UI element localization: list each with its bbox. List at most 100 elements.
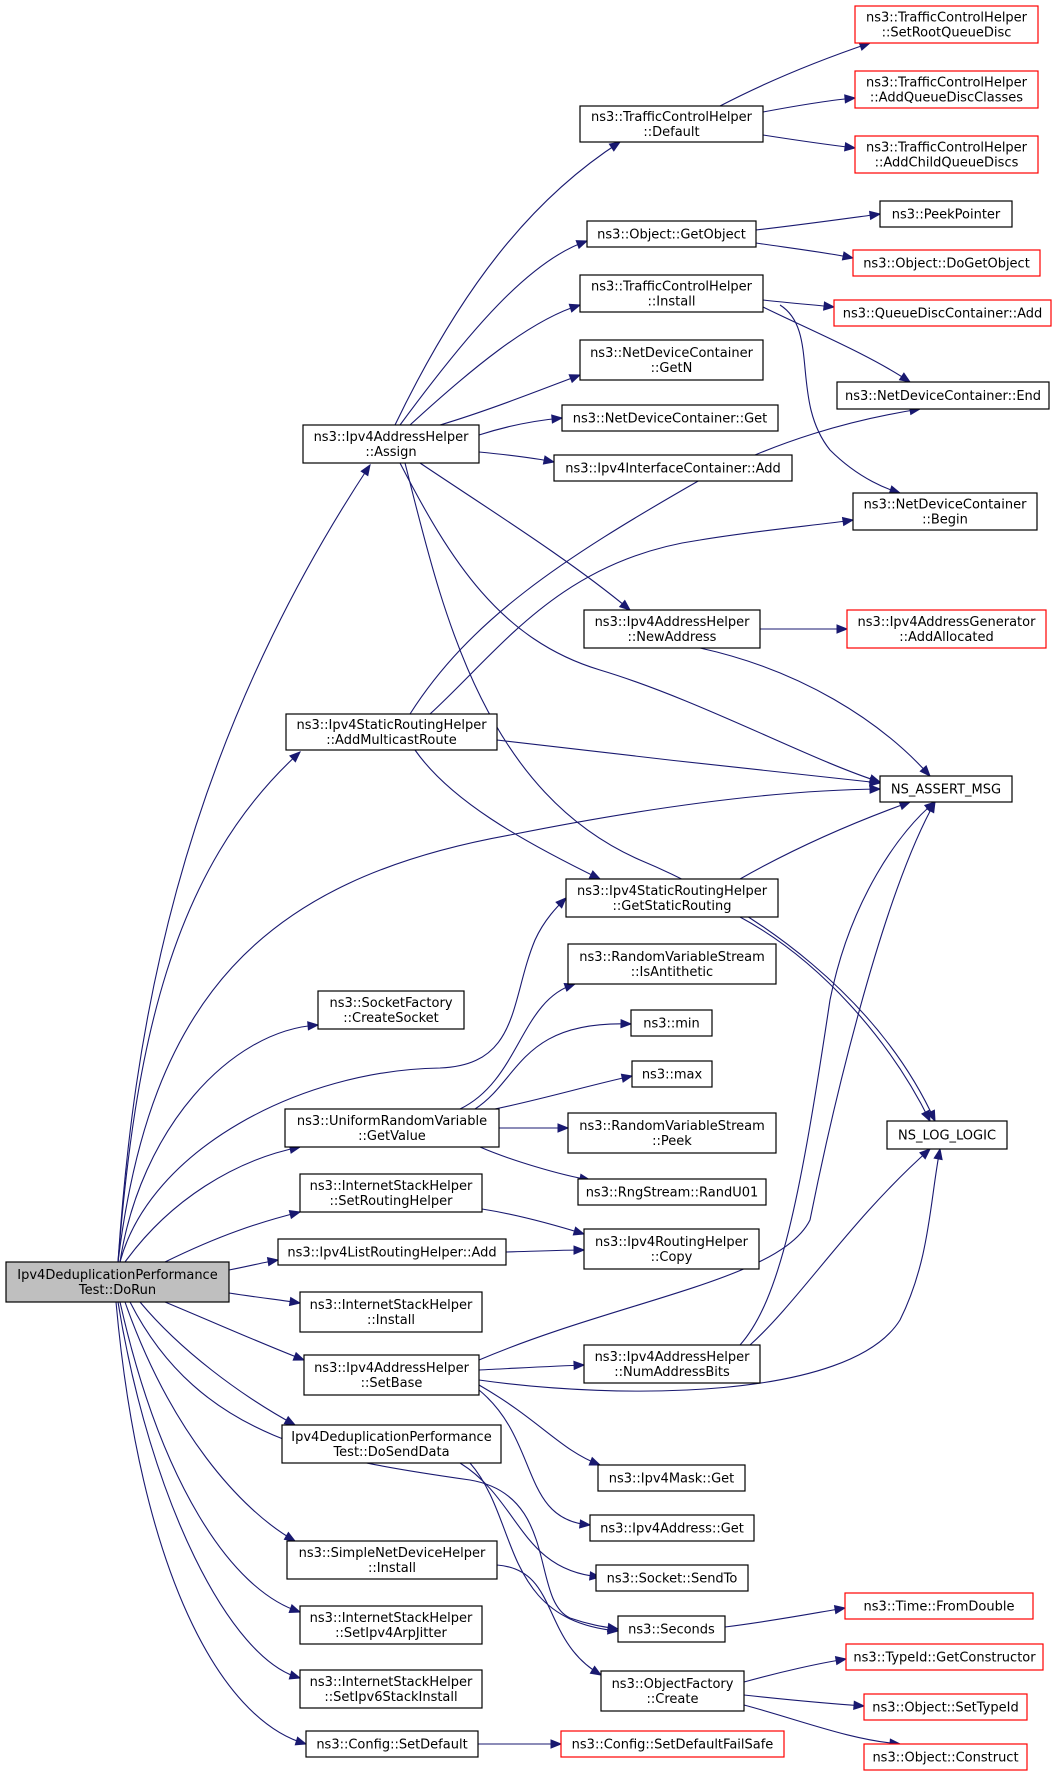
edge-line — [478, 1389, 591, 1526]
node-urv_getvalue[interactable]: ns3::UniformRandomVariable::GetValue — [284, 1108, 500, 1148]
node-ipv4rh_copy[interactable]: ns3::Ipv4RoutingHelper::Copy — [583, 1228, 760, 1270]
node-tch_default[interactable]: ns3::TrafficControlHelper::Default — [579, 105, 764, 143]
edge-root-to-ns3_seconds — [129, 1301, 620, 1633]
edge-dosenddata-to-socket_sendto — [459, 1462, 602, 1581]
edge-line — [724, 1607, 846, 1628]
node-label-line: ns3::RandomVariableStream — [579, 950, 765, 965]
node-box — [277, 1238, 507, 1266]
edge-root-to-ipv4lrh_add — [228, 1257, 280, 1271]
node-ish_install[interactable]: ns3::InternetStackHelper::Install — [299, 1291, 483, 1333]
node-sf_createsocket[interactable]: ns3::SocketFactory::CreateSocket — [317, 990, 465, 1030]
node-ish_setarp[interactable]: ns3::InternetStackHelper::SetIpv4ArpJitt… — [299, 1605, 483, 1645]
node-ns3_max[interactable]: ns3::max — [631, 1060, 713, 1088]
node-box — [560, 1730, 785, 1758]
edge-sndh_install-to-of_create — [496, 1564, 603, 1676]
node-ndc_end[interactable]: ns3::NetDeviceContainer::End — [836, 381, 1050, 410]
node-tch_addqdc[interactable]: ns3::TrafficControlHelper::AddQueueDiscC… — [854, 70, 1039, 109]
node-ipv4ah_assign[interactable]: ns3::Ipv4AddressHelper::Assign — [302, 424, 480, 464]
edge-arrowhead — [620, 1073, 634, 1083]
edge-arrowhead — [608, 141, 622, 152]
node-config_setdefault[interactable]: ns3::Config::SetDefault — [305, 1730, 479, 1758]
node-ipv4ah_newaddr[interactable]: ns3::Ipv4AddressHelper::NewAddress — [583, 609, 761, 649]
edge-line — [478, 1148, 941, 1392]
node-label-line: ::AddChildQueueDiscs — [875, 156, 1019, 171]
node-qdc_add[interactable]: ns3::QueueDiscContainer::Add — [833, 299, 1052, 327]
node-ns3_min[interactable]: ns3::min — [630, 1009, 713, 1037]
node-ns_assert_msg[interactable]: NS_ASSERT_MSG — [879, 775, 1013, 803]
edge-line — [496, 1564, 602, 1676]
node-socket_sendto[interactable]: ns3::Socket::SendTo — [595, 1564, 749, 1592]
node-obj_settypeid[interactable]: ns3::Object::SetTypeId — [863, 1693, 1028, 1721]
node-tch_install[interactable]: ns3::TrafficControlHelper::Install — [579, 274, 764, 313]
edge-arrowhead — [841, 516, 855, 527]
node-ipv4srh_addmcast[interactable]: ns3::Ipv4StaticRoutingHelper::AddMultica… — [285, 713, 498, 751]
edge-ipv4ah_assign-to-ndc_getn — [439, 374, 582, 426]
node-label-line: ns3::Ipv4Address::Get — [600, 1522, 744, 1537]
edge-arrowhead — [307, 1021, 320, 1031]
node-label-line: ::Assign — [365, 445, 416, 460]
node-ipv4mask_get[interactable]: ns3::Ipv4Mask::Get — [597, 1464, 746, 1492]
edge-line — [419, 462, 631, 611]
node-label-line: ns3::Socket::SendTo — [607, 1572, 738, 1587]
node-rng_randu01[interactable]: ns3::RngStream::RandU01 — [577, 1178, 767, 1206]
edge-urv_getvalue-to-ns3_max — [489, 1073, 634, 1111]
node-label-line: ns3::TrafficControlHelper — [591, 110, 753, 125]
node-label-line: ::CreateSocket — [343, 1011, 438, 1026]
node-box — [631, 1060, 713, 1088]
edge-root-to-config_setdefault — [115, 1301, 308, 1746]
edge-line — [478, 801, 936, 1361]
node-ipv4srh_getstatic[interactable]: ns3::Ipv4StaticRoutingHelper::GetStaticR… — [565, 878, 779, 918]
node-ndc_get[interactable]: ns3::NetDeviceContainer::Get — [561, 404, 779, 432]
node-obj_construct[interactable]: ns3::Object::Construct — [863, 1743, 1028, 1771]
edge-arrowhead — [898, 801, 912, 811]
edge-line — [409, 408, 921, 715]
node-label-line: ::AddQueueDiscClasses — [870, 91, 1023, 106]
node-of_create[interactable]: ns3::ObjectFactory::Create — [600, 1670, 745, 1712]
edge-root-to-ish_setarp — [119, 1301, 302, 1614]
edge-ipv4srh_addmcast-to-ipv4srh_getstatic — [414, 749, 602, 880]
node-config_setdefaultfs[interactable]: ns3::Config::SetDefaultFailSafe — [560, 1730, 785, 1758]
edge-arrowhead — [555, 897, 567, 909]
edge-root-to-ipv4srh_addmcast — [117, 751, 301, 1263]
edge-root-to-ipv4ah_assign — [117, 463, 371, 1263]
node-label-line: ::NewAddress — [628, 630, 717, 645]
node-box — [833, 299, 1052, 327]
edge-arrowhead — [288, 1604, 302, 1614]
edge-line — [478, 451, 555, 463]
node-ndc_getn[interactable]: ns3::NetDeviceContainer::GetN — [579, 339, 764, 381]
edge-arrowhead — [618, 599, 632, 611]
node-ndc_begin[interactable]: ns3::NetDeviceContainer::Begin — [852, 492, 1038, 531]
node-ns_log_logic[interactable]: NS_LOG_LOGIC — [886, 1120, 1008, 1150]
node-ipv4ag_addalloc[interactable]: ns3::Ipv4AddressGenerator::AddAllocated — [846, 609, 1047, 649]
node-ipv4ah_numbits[interactable]: ns3::Ipv4AddressHelper::NumAddressBits — [583, 1344, 761, 1384]
edge-arrowhead — [589, 1571, 602, 1581]
edge-arrowhead — [563, 982, 577, 992]
node-ish_setipv6[interactable]: ns3::InternetStackHelper::SetIpv6StackIn… — [299, 1669, 483, 1709]
node-ipv4lrh_add[interactable]: ns3::Ipv4ListRoutingHelper::Add — [277, 1238, 507, 1266]
node-box — [597, 1464, 746, 1492]
node-obj_dogetobject[interactable]: ns3::Object::DoGetObject — [852, 249, 1041, 277]
node-sndh_install[interactable]: ns3::SimpleNetDeviceHelper::Install — [286, 1540, 498, 1580]
node-time_fromdouble[interactable]: ns3::Time::FromDouble — [844, 1592, 1034, 1620]
node-obj_getobject[interactable]: ns3::Object::GetObject — [586, 220, 757, 248]
node-ns3_seconds[interactable]: ns3::Seconds — [617, 1615, 726, 1643]
node-tch_addchild[interactable]: ns3::TrafficControlHelper::AddChildQueue… — [854, 135, 1039, 174]
node-peekpointer[interactable]: ns3::PeekPointer — [879, 200, 1013, 228]
node-ipv4ic_add[interactable]: ns3::Ipv4InterfaceContainer::Add — [553, 454, 793, 482]
node-dosenddata[interactable]: Ipv4DeduplicationPerformanceTest::DoSend… — [281, 1424, 502, 1464]
edge-line — [762, 299, 835, 308]
node-rvs_peek[interactable]: ns3::RandomVariableStream::Peek — [567, 1112, 777, 1154]
node-ipv4addr_get[interactable]: ns3::Ipv4Address::Get — [589, 1514, 755, 1542]
node-ipv4ah_setbase[interactable]: ns3::Ipv4AddressHelper::SetBase — [303, 1354, 480, 1396]
node-box — [863, 1693, 1028, 1721]
node-typeid_getctor[interactable]: ns3::TypeId::GetConstructor — [845, 1643, 1044, 1671]
node-tch_setroot[interactable]: ns3::TrafficControlHelper::SetRootQueueD… — [854, 5, 1039, 44]
node-ish_setrouting[interactable]: ns3::InternetStackHelper::SetRoutingHelp… — [299, 1173, 483, 1213]
node-rvs_isantithetic[interactable]: ns3::RandomVariableStream::IsAntithetic — [567, 943, 777, 985]
node-box — [553, 454, 793, 482]
node-label-line: ns3::InternetStackHelper — [310, 1179, 473, 1194]
edge-arrowhead — [853, 1700, 866, 1711]
node-box — [863, 1743, 1028, 1771]
edge-arrowhead — [858, 41, 872, 51]
